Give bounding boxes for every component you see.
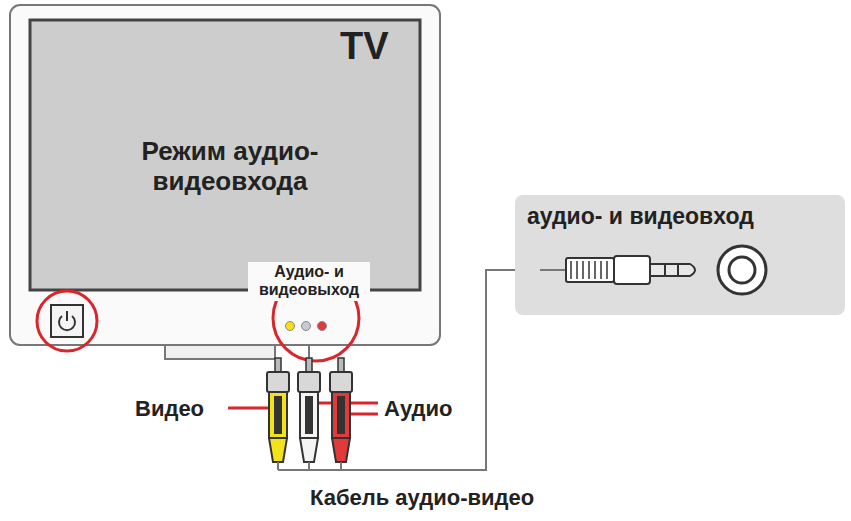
cable-label: Кабель аудио-видео	[310, 485, 534, 510]
plug-shell	[298, 372, 320, 392]
input-panel: аудио- и видеовход	[515, 195, 845, 315]
plug-rib	[600, 261, 602, 279]
tv-screen	[30, 20, 420, 290]
plug-ring	[664, 264, 666, 276]
cable	[278, 469, 341, 471]
tv-title: TV	[340, 25, 389, 69]
plug-stripe	[274, 396, 282, 434]
plug-shell	[330, 372, 352, 392]
audio-jack	[318, 322, 327, 331]
power-symbol	[66, 311, 68, 321]
cable	[308, 462, 310, 470]
rca-plugs	[267, 358, 352, 470]
plug-pin	[306, 358, 312, 372]
cable	[340, 462, 342, 470]
mode-text: Режим аудио- видеовхода	[105, 137, 355, 197]
plug-tip	[650, 264, 695, 276]
video-jack	[286, 322, 295, 331]
tv-housing	[10, 5, 440, 345]
leader-line	[228, 407, 268, 410]
plug-rib	[576, 261, 578, 279]
plug-body	[300, 392, 318, 438]
power-button	[51, 305, 83, 337]
plug-rib	[594, 261, 596, 279]
plug-body	[332, 392, 350, 438]
plug-boot	[269, 438, 287, 462]
input-jack-hole	[729, 257, 755, 283]
plug-rib	[606, 261, 608, 279]
plug-rib	[588, 261, 590, 279]
output-label: Аудио- и видеовыход	[248, 262, 370, 301]
rca-plug	[298, 358, 320, 470]
plug-grip	[566, 258, 614, 282]
plug-rib	[570, 261, 572, 279]
tv-stand	[165, 345, 275, 359]
plug-rib	[582, 261, 584, 279]
rca-plug	[267, 358, 289, 470]
input-jack	[718, 246, 766, 294]
plug-shell	[267, 372, 289, 392]
plug-pin	[275, 358, 281, 372]
plug-label: Аудио	[384, 396, 453, 421]
tv-set: TV Режим аудио- видеовхода	[10, 5, 440, 345]
cable	[277, 462, 279, 470]
plug-ribs	[571, 261, 607, 279]
plug-boot	[300, 438, 318, 462]
plug-boot	[332, 438, 350, 462]
plug-body	[614, 256, 650, 284]
leader-line	[350, 413, 378, 416]
plug-pin	[338, 358, 344, 372]
plug-ring	[677, 264, 679, 276]
rca-plug	[330, 358, 352, 470]
panel-heading: аудио- и видеовход	[527, 203, 754, 229]
plug-label: Видео	[135, 396, 204, 421]
plug-stripe	[305, 396, 313, 434]
plug-stripe	[337, 396, 345, 434]
audio-jack	[302, 322, 311, 331]
highlight-circle	[37, 291, 97, 351]
plug-body	[269, 392, 287, 438]
cable	[540, 269, 566, 271]
